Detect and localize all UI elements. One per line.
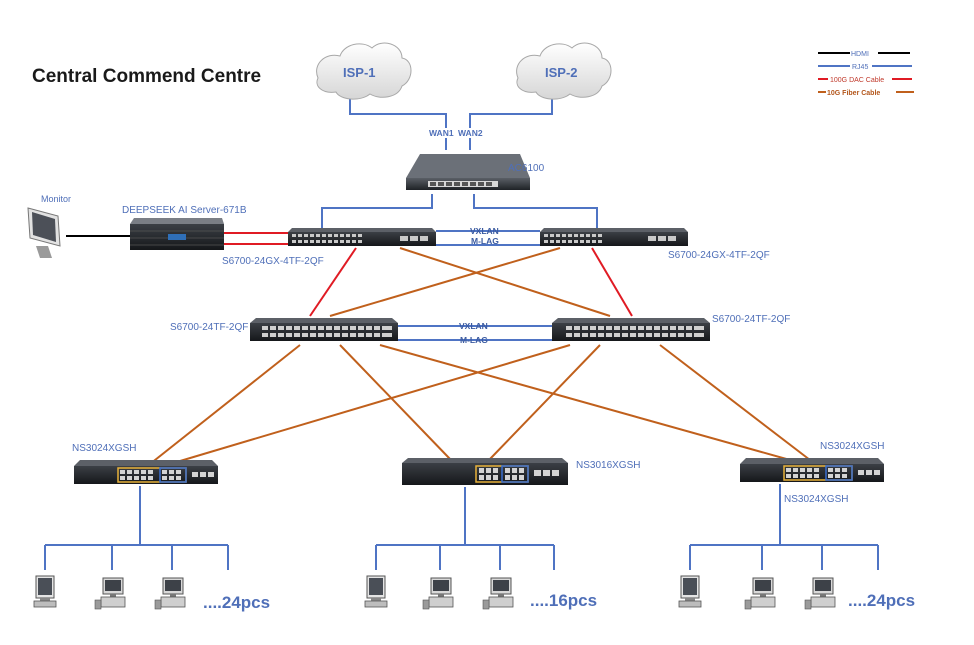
pc-count-left: ....24pcs — [203, 593, 270, 612]
core-mlag-label: M-LAG — [471, 236, 499, 246]
pc-group-right: ....24pcs — [678, 575, 915, 610]
pc-group-mid: ....16pcs — [364, 575, 597, 610]
pc-monitor-icon — [33, 575, 57, 608]
fiber-link-core-right-agg-left — [329, 247, 561, 317]
fiber-agg-left-access-right — [379, 344, 791, 461]
agg-vxlan-label: VXLAN — [459, 321, 488, 331]
isp2-label: ISP-2 — [545, 65, 578, 80]
dac-link-core-left-agg-left — [309, 247, 357, 317]
isp1-label: ISP-1 — [343, 65, 376, 80]
workstation-icon — [422, 577, 454, 610]
pc-group-left: ....24pcs — [33, 575, 270, 612]
access-switch-right — [740, 458, 884, 482]
access-left-label: NS3024XGSH — [72, 443, 136, 454]
rj45-tree-right — [689, 484, 879, 570]
legend-rj45-label: RJ45 — [852, 64, 868, 71]
pc-count-mid: ....16pcs — [530, 591, 597, 610]
core-right-label: S6700-24GX-4TF-2QF — [668, 250, 770, 261]
legend: HDMI RJ45 100G DAC Cable 10G Fiber Cable — [818, 51, 914, 97]
ac6100-device — [406, 154, 530, 190]
rj45-link-isp1 — [349, 96, 447, 128]
fiber-agg-right-access-right — [659, 344, 811, 461]
pc-monitor-icon — [678, 575, 702, 608]
access-switch-mid — [402, 458, 568, 485]
fiber-agg-left-access-mid — [339, 344, 451, 460]
agg-switch-left — [250, 318, 398, 341]
workstation-icon — [94, 577, 126, 610]
wan2-label: WAN2 — [458, 128, 483, 138]
rj45-tree-mid — [375, 487, 555, 570]
core-switch-left — [288, 228, 436, 246]
server-label: DEEPSEEK AI Server-671B — [122, 205, 247, 216]
workstation-icon — [154, 577, 186, 610]
core-left-label: S6700-24GX-4TF-2QF — [222, 256, 324, 267]
fiber-agg-left-access-left — [149, 344, 301, 465]
fiber-agg-right-access-left — [169, 344, 571, 465]
ac6100-label: AC6100 — [508, 163, 545, 174]
rj45-link-isp2 — [469, 96, 553, 128]
workstation-icon — [482, 577, 514, 610]
cloud-isp1: ISP-1 — [316, 42, 412, 100]
monitor-label: Monitor — [41, 194, 71, 204]
dac-link-core-right-agg-right — [591, 247, 633, 317]
connections — [44, 96, 879, 570]
workstation-icon — [804, 577, 836, 610]
legend-hdmi-label: HDMI — [851, 51, 869, 58]
agg-left-label: S6700-24TF-2QF — [170, 322, 248, 333]
access-right-top-label: NS3024XGSH — [820, 441, 884, 452]
fiber-link-core-left-agg-right — [399, 247, 611, 317]
server-device — [130, 218, 224, 250]
pc-monitor-icon — [364, 575, 388, 608]
rj45-link-ac-core-left — [321, 194, 433, 228]
access-mid-label: NS3016XGSH — [576, 460, 640, 471]
agg-switch-right — [552, 318, 710, 341]
agg-right-label: S6700-24TF-2QF — [712, 314, 790, 325]
legend-dac-label: 100G DAC Cable — [830, 77, 884, 84]
fiber-agg-right-access-mid — [489, 344, 601, 460]
rj45-tree-left — [44, 486, 229, 570]
rj45-link-ac-core-right — [473, 194, 598, 228]
agg-mlag-label: M-LAG — [460, 335, 488, 345]
wan1-label: WAN1 — [429, 128, 454, 138]
core-vxlan-label: VXLAN — [470, 226, 499, 236]
monitor-device — [27, 207, 61, 258]
core-switch-right — [540, 228, 688, 246]
pc-count-right: ....24pcs — [848, 591, 915, 610]
access-switch-left — [74, 460, 218, 484]
legend-fiber-label: 10G Fiber Cable — [827, 90, 880, 97]
workstation-icon — [744, 577, 776, 610]
page-title: Central Commend Centre — [32, 66, 262, 87]
cloud-isp2: ISP-2 — [516, 42, 612, 100]
access-right-bottom-label: NS3024XGSH — [784, 494, 848, 505]
